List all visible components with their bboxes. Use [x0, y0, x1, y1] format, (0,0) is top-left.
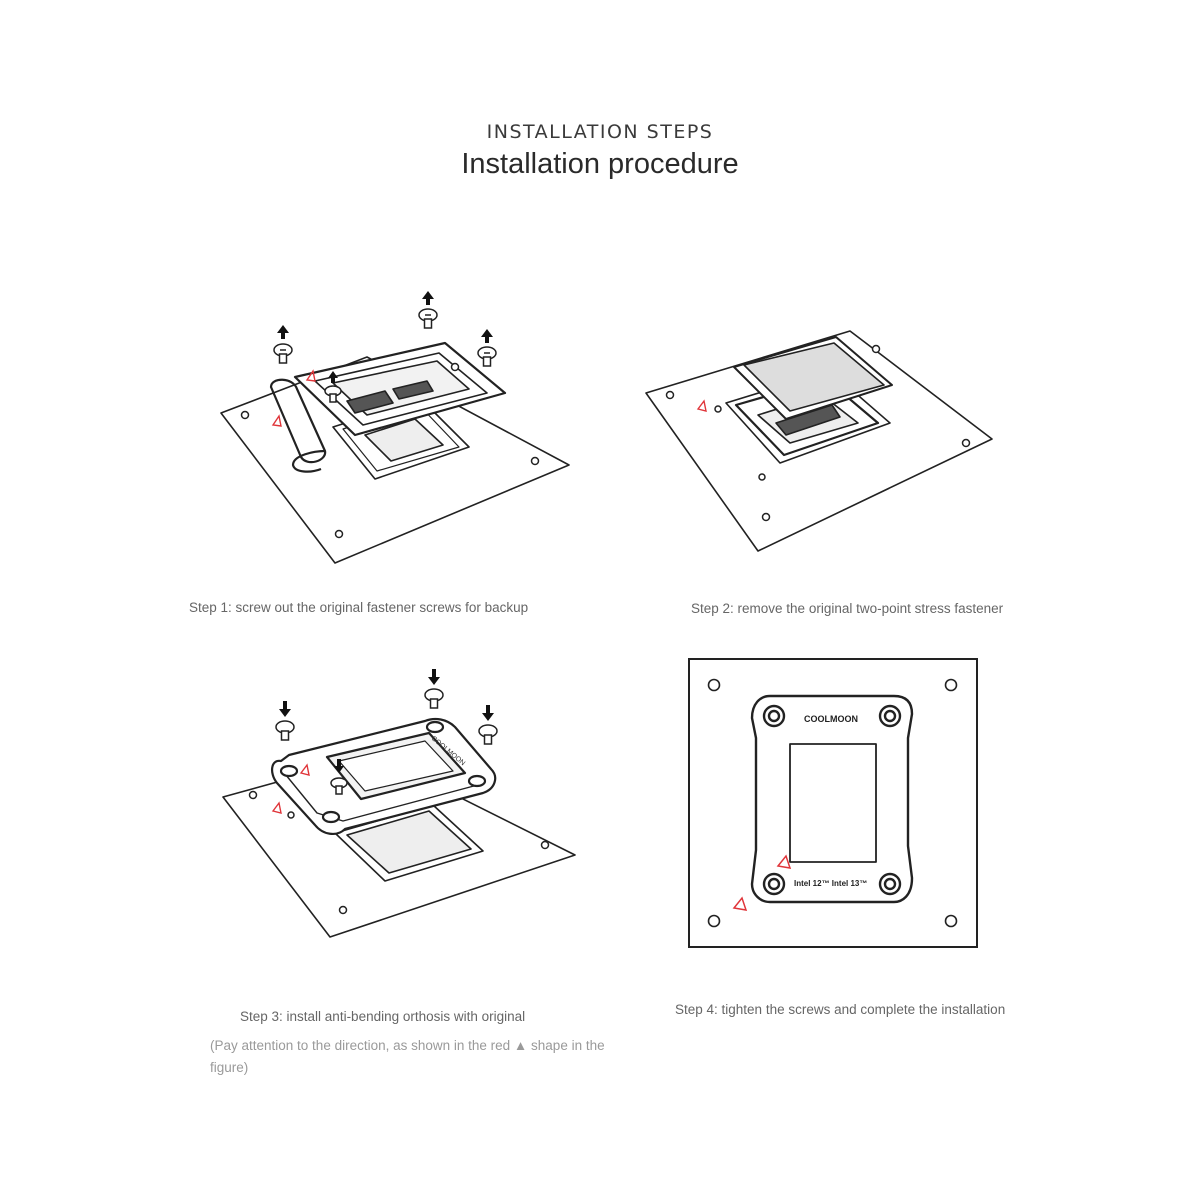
- bracket-brand-label: COOLMOON: [804, 714, 858, 724]
- section-kicker: INSTALLATION STEPS: [486, 121, 714, 143]
- step-1-illustration: [220, 291, 570, 564]
- mount-holes: [707, 678, 958, 928]
- removed-fastener-plate: [733, 336, 893, 420]
- direction-triangle-icon: [696, 399, 707, 412]
- arrow-down-icon: [279, 669, 494, 773]
- step-4-illustration: COOLMOON Intel 12™ Intel 13™: [688, 658, 978, 948]
- step-3-caption: Step 3: install anti-bending orthosis wi…: [240, 1009, 526, 1024]
- step-4-caption: Step 4: tighten the screws and complete …: [675, 1002, 1006, 1017]
- mount-holes: [248, 790, 550, 915]
- bracket-compat-label: Intel 12™ Intel 13™: [794, 879, 867, 888]
- arrow-up-icon: [277, 291, 493, 383]
- lever-arm: [269, 378, 327, 473]
- direction-triangle-icon: [271, 763, 310, 814]
- screw-icon: [275, 688, 498, 795]
- step-1-caption: Step 1: screw out the original fastener …: [189, 600, 529, 615]
- mount-holes: [665, 344, 971, 522]
- screw-icon: [273, 308, 497, 403]
- step-2-illustration: [645, 330, 993, 552]
- socket: [334, 804, 484, 882]
- direction-triangle-icon: [732, 854, 792, 911]
- page-title: Installation procedure: [461, 148, 739, 180]
- anti-bending-bracket: [271, 717, 497, 835]
- step-3-note: (Pay attention to the direction, as show…: [210, 1038, 605, 1075]
- anti-bending-bracket: [750, 694, 914, 904]
- step-3-illustration: COOLMOON: [222, 669, 576, 938]
- loading-frame: [293, 341, 507, 437]
- mount-holes: [240, 362, 540, 539]
- direction-triangle-icon: [271, 369, 316, 427]
- step-2-caption: Step 2: remove the original two-point st…: [691, 601, 1004, 616]
